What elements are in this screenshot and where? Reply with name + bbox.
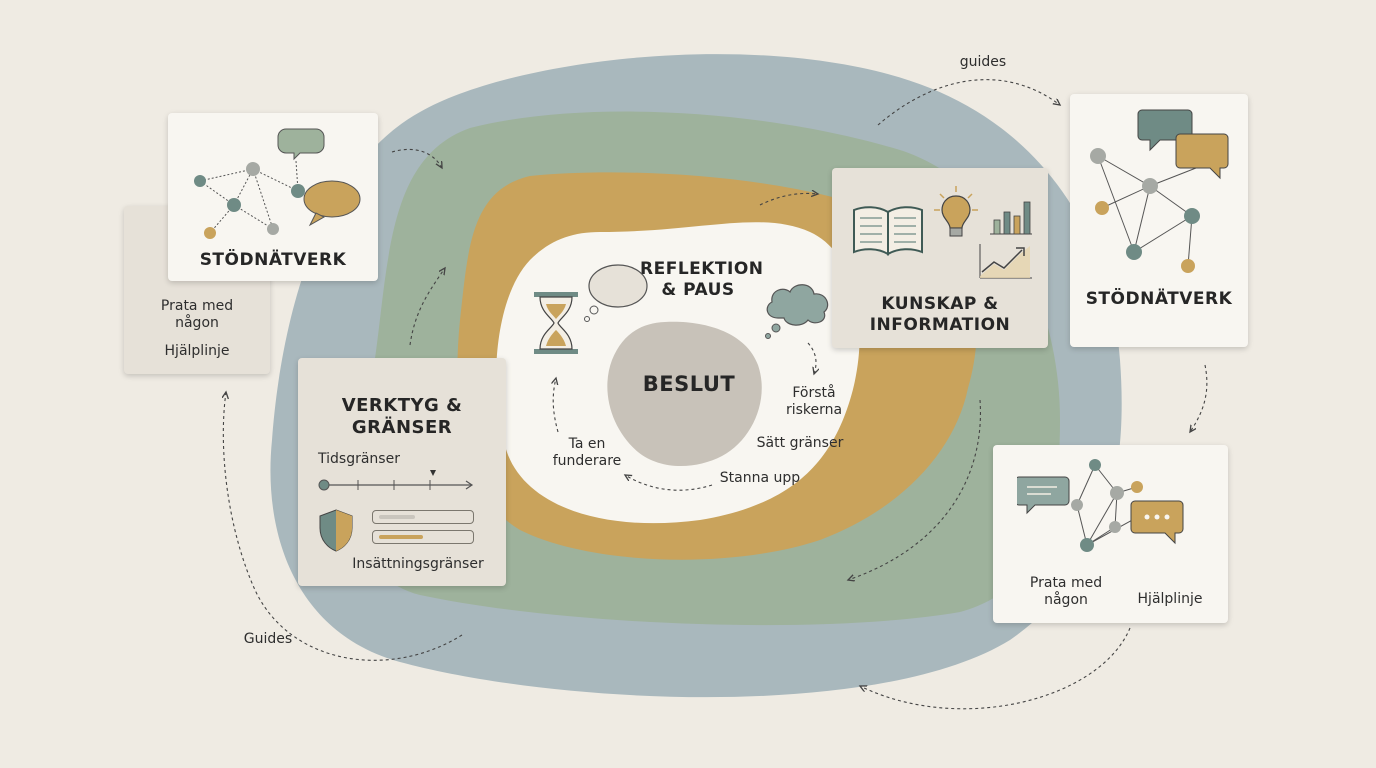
set-limits-text: Sätt gränser bbox=[756, 435, 844, 451]
shield-icon bbox=[319, 509, 353, 552]
support-right-title: STÖDNÄTVERK bbox=[1085, 289, 1233, 309]
open-book-icon bbox=[853, 206, 923, 256]
tools-limits-card bbox=[298, 358, 506, 586]
network-bottom-talk-text: Prata med någon bbox=[1029, 575, 1103, 608]
network-chat-icon-right bbox=[1090, 109, 1229, 273]
support-left-title: STÖDNÄTVERK bbox=[199, 250, 347, 270]
reflection-title: REFLEKTION & PAUS bbox=[640, 259, 764, 300]
support-left-helpline-text: Hjälplinje bbox=[164, 343, 230, 359]
understand-risks-text: Förstå riskerna bbox=[785, 385, 843, 418]
decision-text: BESLUT bbox=[642, 372, 736, 396]
support-network-card-right bbox=[1070, 94, 1248, 347]
decision-blob bbox=[607, 321, 762, 467]
guides-top-label: guides bbox=[959, 54, 1007, 70]
knowledge-card bbox=[832, 168, 1048, 348]
stop-text: Stanna upp bbox=[719, 470, 801, 486]
trend-chart-icon bbox=[979, 244, 1032, 279]
tools-title: VERKTYG & GRÄNSER bbox=[341, 395, 463, 438]
time-limits-label: Tidsgränser bbox=[318, 451, 400, 467]
bar-chart-icon bbox=[990, 201, 1032, 235]
deposit-limits-label: Insättningsgränser bbox=[352, 556, 484, 572]
think-text: Ta en funderare bbox=[552, 436, 622, 469]
hourglass-icon bbox=[534, 292, 578, 354]
network-card-bottom bbox=[993, 445, 1228, 623]
thought-bubble-empty-icon bbox=[584, 264, 648, 322]
chat-network-icon-bottom bbox=[1017, 459, 1184, 552]
support-network-card-left bbox=[168, 113, 378, 281]
guides-bottom-label: Guides bbox=[243, 631, 293, 647]
network-bottom-helpline-text: Hjälplinje bbox=[1137, 591, 1203, 607]
thought-cloud-icon bbox=[765, 284, 829, 339]
timeline-slider-icon[interactable] bbox=[316, 470, 476, 500]
knowledge-title: KUNSKAP & INFORMATION bbox=[869, 294, 1011, 335]
limit-bar-1[interactable] bbox=[372, 510, 474, 524]
support-left-talk-text: Prata med någon bbox=[160, 298, 234, 331]
lightbulb-icon bbox=[934, 186, 978, 237]
limit-bar-2[interactable] bbox=[372, 530, 474, 544]
network-chat-icon bbox=[194, 128, 361, 239]
